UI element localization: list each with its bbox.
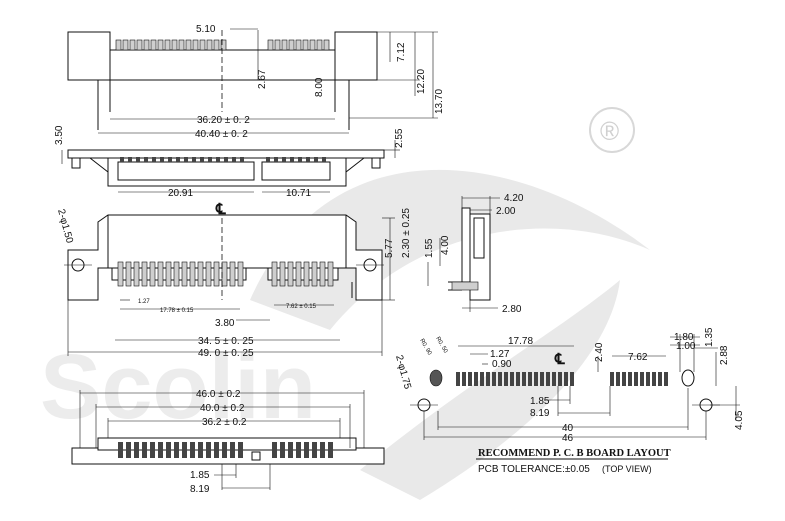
right-dim-2-00: 2.00 xyxy=(496,206,516,217)
side-dim-20-91: 20.91 xyxy=(168,188,193,199)
side-slot-right xyxy=(261,161,331,181)
pcb-dim-2-88: 2.88 xyxy=(719,345,730,365)
top-dim-13-70: 13.70 xyxy=(434,89,445,114)
side-slot-left xyxy=(117,161,255,181)
bottom-dim-8-19: 8.19 xyxy=(190,484,210,495)
pcb-layout-title: RECOMMEND P. C. B BOARD LAYOUT xyxy=(478,448,671,459)
right-dim-1-55: 1.55 xyxy=(424,238,435,258)
pcb-dim-r090: R0. 90 xyxy=(418,338,432,357)
right-side-view: 4.20 2.00 4.00 1.55 2.80 xyxy=(424,193,524,315)
pcb-dim-8-19: 8.19 xyxy=(530,408,550,419)
bottom-dim-1-85: 1.85 xyxy=(190,470,210,481)
bottom-dim-40-0: 40.0 ± 0.2 xyxy=(200,403,245,414)
front-dim-49-0: 49. 0 ± 0. 25 xyxy=(198,348,254,359)
side-dim-2-55: 2.55 xyxy=(394,128,405,148)
bottom-dim-46-0: 46.0 ± 0.2 xyxy=(196,389,241,400)
watermark: Scolin ® xyxy=(40,107,650,500)
front-dim-17-78: 17.78 ± 0.15 xyxy=(160,308,194,314)
pcb-dim-1-85: 1.85 xyxy=(530,396,550,407)
front-dim-34-5: 34. 5 ± 0. 25 xyxy=(198,336,254,347)
pcb-dim-1-27: 1.27 xyxy=(490,349,510,360)
registered-mark-ring xyxy=(589,107,635,153)
registered-mark: ® xyxy=(600,116,619,146)
pcb-dim-1-35: 1.35 xyxy=(704,327,715,347)
pcb-tolerance: PCB TOLERANCE:±0.05 xyxy=(478,464,590,475)
bottom-dim-36-2: 36.2 ± 0.2 xyxy=(202,417,247,428)
top-latch-left xyxy=(67,31,111,81)
bottom-pins xyxy=(118,442,333,458)
right-dim-4-00: 4.00 xyxy=(440,235,451,255)
pcb-dim-phi175: 2-φ1.75 xyxy=(393,354,413,391)
front-dim-2-30: 2.30 ± 0.25 xyxy=(401,208,412,258)
front-dim-phi150: 2-φ1.50 xyxy=(55,208,75,245)
side-flange xyxy=(67,149,385,159)
side-dim-3-50: 3.50 xyxy=(54,125,65,145)
front-dim-5-77: 5.77 xyxy=(384,238,395,258)
pcb-pads-left xyxy=(456,372,574,386)
pcb-dim-7-62: 7.62 xyxy=(628,352,648,363)
pcb-dim-0-90: 0.90 xyxy=(492,359,512,370)
right-dim-4-20: 4.20 xyxy=(504,193,524,204)
front-dim-1-27: 1.27 xyxy=(138,299,150,305)
pcb-dim-1-80: 1.80 xyxy=(674,332,694,343)
right-dim-2-80: 2.80 xyxy=(502,304,522,315)
top-view: 5.10 2.67 8.00 7.12 12.20 13.70 36.20 ± … xyxy=(67,24,445,140)
bottom-view: 46.0 ± 0.2 40.0 ± 0.2 36.2 ± 0.2 1.85 8.… xyxy=(71,389,385,495)
top-pins-upper xyxy=(115,39,330,51)
top-dim-5-10: 5.10 xyxy=(196,24,216,35)
top-dim-36-20: 36.20 ± 0. 2 xyxy=(197,115,250,126)
front-centerline-mark: ℄ xyxy=(215,201,226,218)
watermark-text: Scolin xyxy=(40,336,316,438)
front-dim-7-62: 7.62 ± 0.15 xyxy=(286,304,317,310)
top-dim-8-00: 8.00 xyxy=(314,77,325,97)
pcb-dim-r050: R0. 50 xyxy=(434,336,448,355)
top-latch-right xyxy=(334,31,378,81)
side-dim-10-71: 10.71 xyxy=(286,188,311,199)
pcb-layout: ℄ R0. 90 R0. 50 17.78 xyxy=(393,327,745,475)
front-view: ℄ 2-φ1.50 5.77 2.30 xyxy=(55,201,412,359)
pcb-dim-4-05: 4.05 xyxy=(734,410,745,430)
top-dim-40-40: 40.40 ± 0. 2 xyxy=(195,129,248,140)
side-view: 3.50 2.55 20.91 10.71 xyxy=(54,125,405,199)
pcb-dim-1-00: 1.00 xyxy=(676,341,696,352)
top-dim-12-20: 12.20 xyxy=(416,69,427,94)
top-body xyxy=(109,49,336,81)
top-dim-7-12: 7.12 xyxy=(396,42,407,62)
front-pins xyxy=(117,261,334,287)
pcb-dim-17-78: 17.78 xyxy=(508,336,533,347)
side-pins xyxy=(120,157,326,162)
pcb-dim-46: 46 xyxy=(562,433,574,444)
front-dim-3-80: 3.80 xyxy=(215,318,235,329)
pcb-centerline-mark: ℄ xyxy=(554,351,565,368)
pcb-dim-2-40: 2.40 xyxy=(594,342,605,362)
pcb-pads-right xyxy=(610,372,668,386)
pcb-dim-40: 40 xyxy=(562,423,574,434)
pcb-view-label: (TOP VIEW) xyxy=(602,464,652,474)
top-dim-2-67: 2.67 xyxy=(257,69,268,89)
